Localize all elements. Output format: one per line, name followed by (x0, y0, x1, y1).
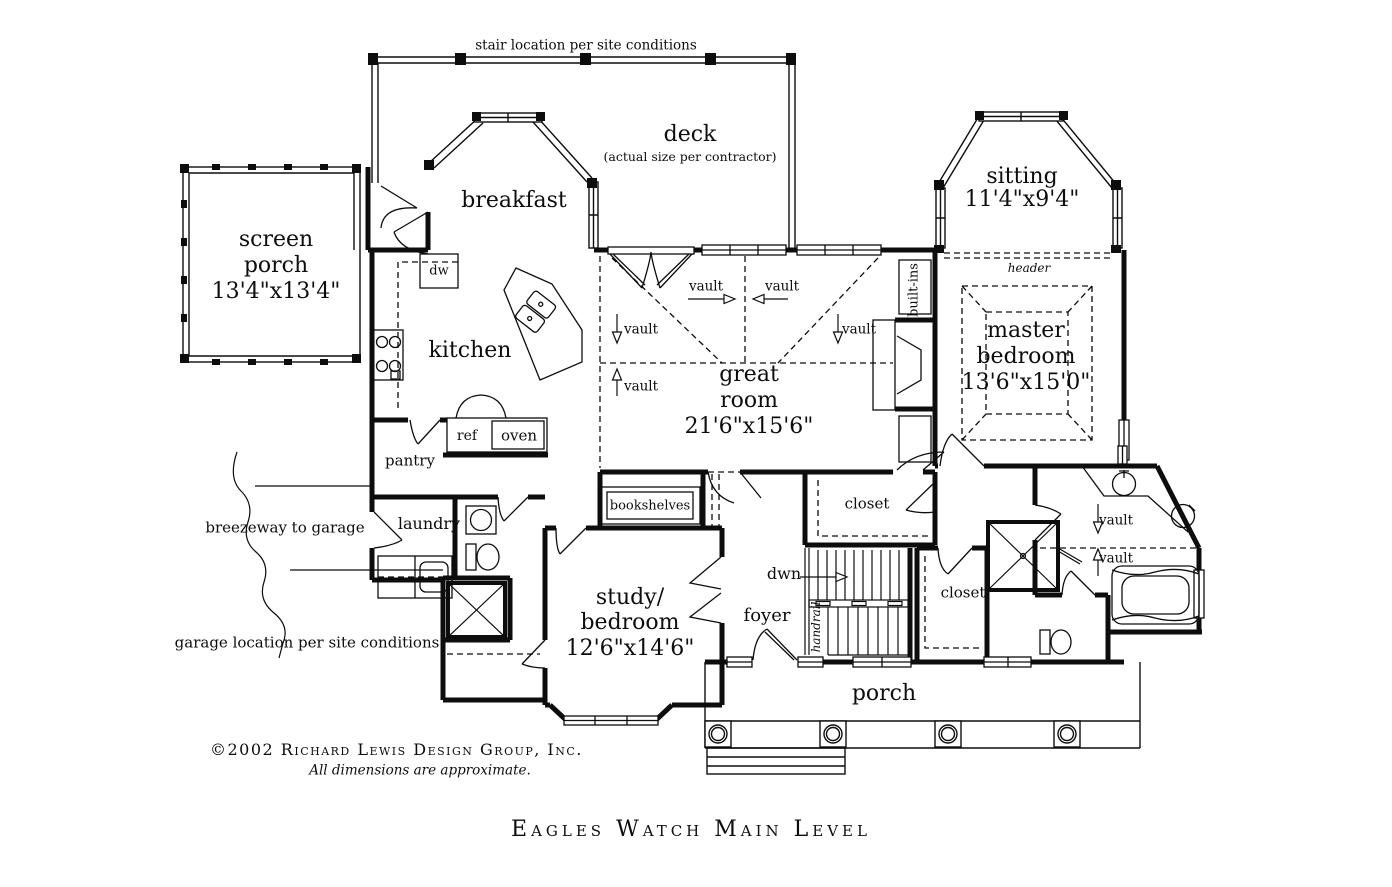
kitchen-fixtures (372, 253, 583, 453)
sitting-dims: 11'4"x9'4" (964, 187, 1080, 212)
disclaimer-line: All dimensions are approximate. (309, 762, 531, 779)
porch-structure (704, 662, 1141, 775)
bookshelves-box (599, 486, 701, 525)
header-note: header (1007, 261, 1051, 275)
room-label-study-2: bedroom (580, 610, 680, 635)
room-label-screen-porch-2: porch (243, 253, 309, 278)
shower-x-marks (447, 521, 1059, 638)
room-label-pantry: pantry (385, 451, 435, 470)
copyright-line: ©2002 Richard Lewis Design Group, Inc. (210, 740, 583, 759)
vault-label-2: vault (764, 278, 800, 295)
stair-note: stair location per site conditions (475, 37, 697, 54)
laundry-fixtures (377, 555, 453, 599)
vault-label-3: vault (623, 321, 659, 338)
down-label: dwn (766, 564, 802, 583)
room-label-kitchen: kitchen (428, 338, 512, 363)
room-label-study-1: study/ (595, 585, 665, 610)
room-label-laundry: laundry (397, 514, 461, 533)
shower-enclosures (446, 520, 1060, 639)
room-label-deck: deck (663, 122, 717, 147)
garage-note: garage location per site conditions (174, 633, 440, 652)
closet-label-1: closet (844, 494, 890, 513)
breezeway-note: breezeway to garage (205, 518, 365, 537)
bay-windows (428, 111, 1123, 249)
oven-label: oven (500, 426, 538, 445)
room-label-sitting: sitting (986, 164, 1058, 189)
down-arrow (800, 571, 849, 583)
room-label-great-2: room (720, 388, 778, 413)
bay-corner-posts (424, 111, 1121, 253)
fireplace-builtins (872, 259, 932, 463)
window-symbols (563, 244, 1205, 726)
study-dims: 12'6"x14'6" (565, 636, 695, 661)
great-room-dims: 21'6"x15'6" (684, 414, 814, 439)
master-dims: 13'6"x15'0" (961, 370, 1091, 395)
room-label-master-1: master (987, 318, 1065, 343)
ref-label: ref (456, 428, 478, 444)
door-symbols (373, 185, 1096, 669)
vault-arrows (611, 293, 1104, 576)
vault-label-4: vault (841, 321, 877, 338)
powder-fixtures (465, 505, 500, 571)
deck-railing-posts (368, 53, 796, 65)
room-label-screen-porch-1: screen (238, 227, 314, 252)
handrail-label: handrail (809, 601, 823, 653)
vault-label-5: vault (623, 378, 659, 395)
porch-columns (704, 720, 1081, 748)
bath-fixtures (1039, 465, 1200, 655)
sheet-title: Eagles Watch Main Level (511, 817, 871, 842)
vault-label-1: vault (688, 278, 724, 295)
screen-porch-walls (182, 166, 361, 363)
vault-label-7: vault (1098, 550, 1134, 567)
closet-label-2: closet (940, 583, 986, 602)
room-label-foyer: foyer (743, 605, 791, 626)
room-label-great-1: great (719, 362, 779, 387)
screen-porch-posts (180, 164, 361, 365)
screen-porch-dims: 13'4"x13'4" (211, 279, 341, 304)
dashed-lines (378, 252, 1196, 655)
dishwasher-label: dw (429, 263, 449, 279)
room-label-porch: porch (851, 681, 917, 706)
breezeway-leaders (232, 451, 443, 659)
room-label-breakfast: breakfast (461, 188, 567, 213)
built-ins-label: built-ins (906, 263, 922, 317)
bookshelves-label: bookshelves (609, 498, 691, 514)
vault-label-6: vault (1098, 512, 1134, 529)
room-label-master-2: bedroom (976, 344, 1076, 369)
deck-size-note: (actual size per contractor) (603, 148, 777, 164)
